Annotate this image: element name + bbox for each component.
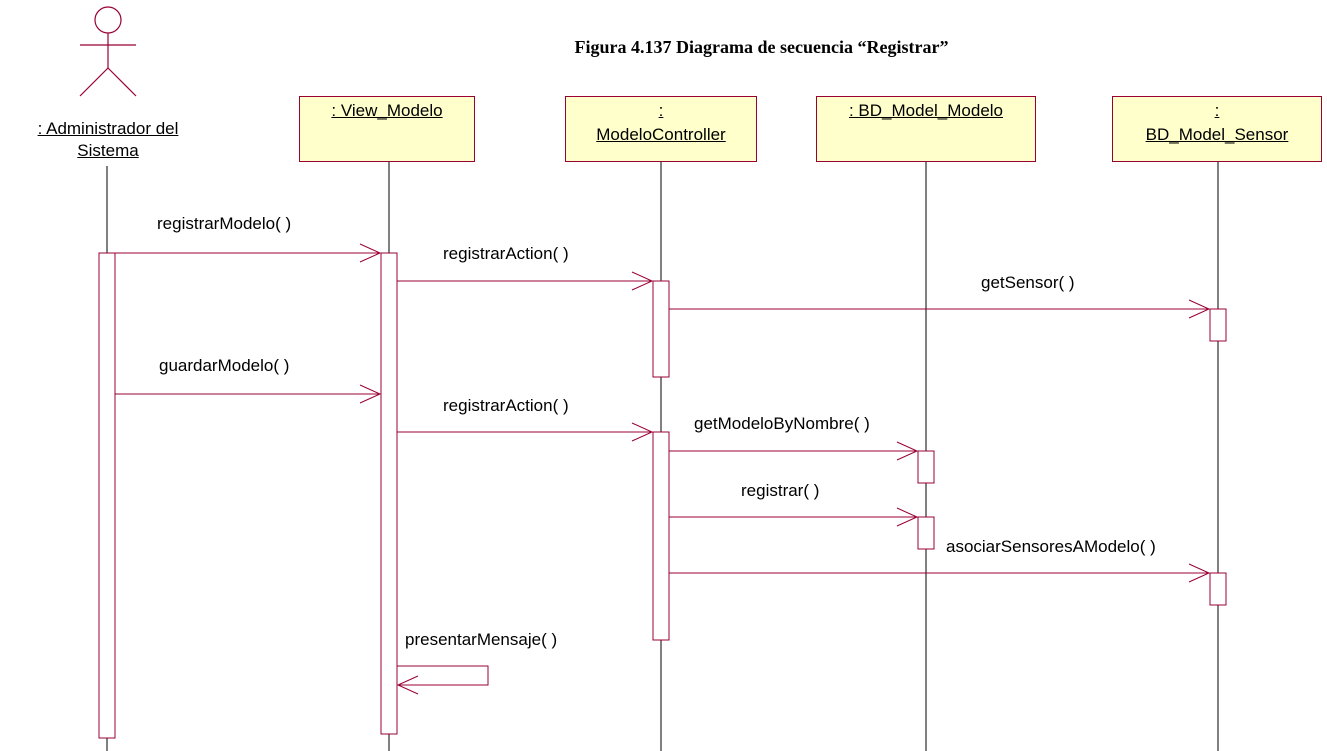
- activation-view-modelo: [380, 252, 398, 735]
- message-label: guardarModelo( ): [159, 356, 290, 375]
- activation-administrador: [98, 252, 116, 739]
- actor-label: : Administrador del Sistema: [6, 118, 210, 162]
- message-arrow: [397, 271, 654, 291]
- object-label: : View_Modelo: [331, 101, 443, 120]
- activation-modelo-1: [917, 450, 935, 484]
- object-label: BD_Model_Sensor: [1145, 125, 1289, 144]
- object-label: : BD_Model_Modelo: [848, 101, 1004, 120]
- message-label: registrarModelo( ): [157, 214, 292, 233]
- message-label: getSensor( ): [981, 273, 1075, 292]
- message-label: registrarAction( ): [443, 244, 569, 263]
- message-arrow: [669, 441, 919, 461]
- stick-figure-icon: [79, 6, 137, 97]
- activation-controller-2: [652, 431, 670, 641]
- activation-controller-1: [652, 280, 670, 378]
- object-bd-model-sensor: : BD_Model_Sensor: [1112, 96, 1322, 162]
- actor-label-line1: : Administrador del: [37, 119, 179, 138]
- message-arrow: [669, 507, 919, 527]
- message-arrow: [669, 563, 1211, 583]
- object-label: :: [658, 101, 664, 120]
- actor-label-line2: Sistema: [77, 141, 139, 160]
- object-modelo-controller: : ModeloController: [565, 96, 757, 162]
- object-view-modelo: : View_Modelo: [299, 96, 475, 162]
- object-label: ModeloController: [596, 125, 726, 144]
- object-bd-model-modelo: : BD_Model_Modelo: [816, 96, 1036, 162]
- message-arrow: [115, 243, 382, 263]
- message-label: registrarAction( ): [443, 396, 569, 415]
- message-label: registrar( ): [741, 481, 820, 500]
- message-label: asociarSensoresAModelo( ): [946, 537, 1156, 556]
- message-label: presentarMensaje( ): [405, 630, 558, 649]
- message-arrow: [397, 422, 654, 442]
- figure-title: Figura 4.137 Diagrama de secuencia “Regi…: [574, 37, 949, 57]
- message-arrow: [669, 299, 1211, 319]
- activation-modelo-2: [917, 516, 935, 550]
- message-label: getModeloByNombre( ): [694, 414, 870, 433]
- object-label: :: [1214, 101, 1220, 120]
- activation-sensor-2: [1209, 572, 1227, 606]
- activation-sensor-1: [1209, 308, 1227, 342]
- message-arrow: [115, 384, 382, 404]
- self-message-arrow: [396, 665, 489, 695]
